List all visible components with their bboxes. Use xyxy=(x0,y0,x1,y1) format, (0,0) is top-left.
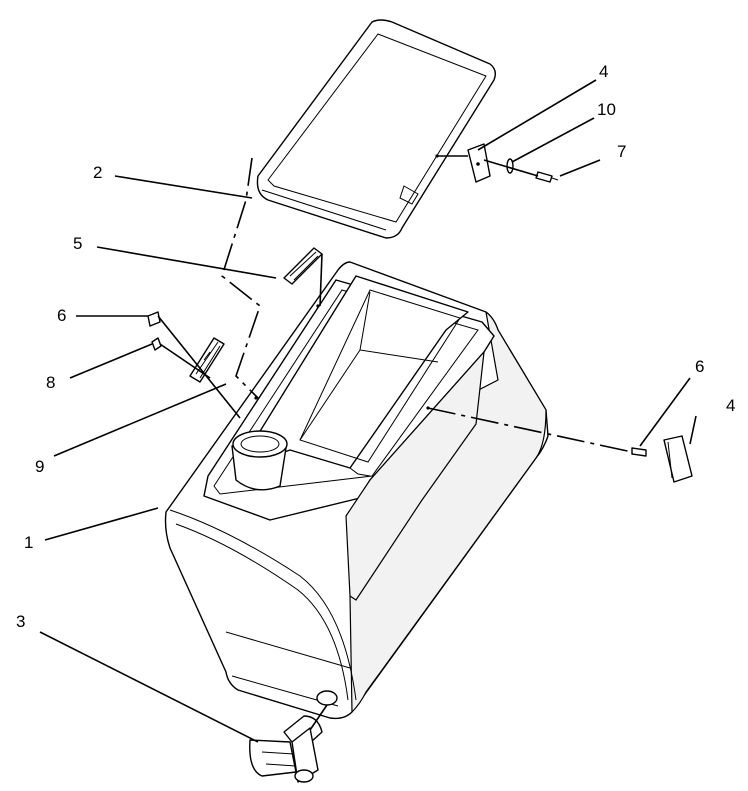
assembly-lines xyxy=(157,155,633,731)
callout-7-screw: 7 xyxy=(617,142,627,161)
callout-6-pin-left: 6 xyxy=(57,306,67,325)
callout-2-lid: 2 xyxy=(93,163,103,182)
callout-9-hinge-lower: 9 xyxy=(35,457,45,476)
callout-1-tank: 1 xyxy=(24,533,34,552)
pin-right xyxy=(631,447,647,457)
leader-lines xyxy=(39,79,697,743)
callout-4-latch-right: 4 xyxy=(726,396,736,415)
callout-5-hinge-upper: 5 xyxy=(73,234,83,253)
pin-left xyxy=(147,311,161,327)
callout-10-washer: 10 xyxy=(597,100,616,119)
fill-spout xyxy=(231,430,288,491)
callout-6-pin-right: 6 xyxy=(695,357,705,376)
pin-small xyxy=(151,337,162,351)
callout-8-pin-small: 8 xyxy=(46,373,56,392)
callout-4-latch-top: 4 xyxy=(599,62,609,81)
screw-top xyxy=(535,171,559,183)
callout-3-valve: 3 xyxy=(16,612,26,631)
lid xyxy=(256,19,497,239)
latch-right xyxy=(663,435,693,483)
tank xyxy=(164,261,549,720)
valve xyxy=(249,715,323,783)
hinge-upper xyxy=(283,247,323,285)
latch-top xyxy=(467,143,491,183)
